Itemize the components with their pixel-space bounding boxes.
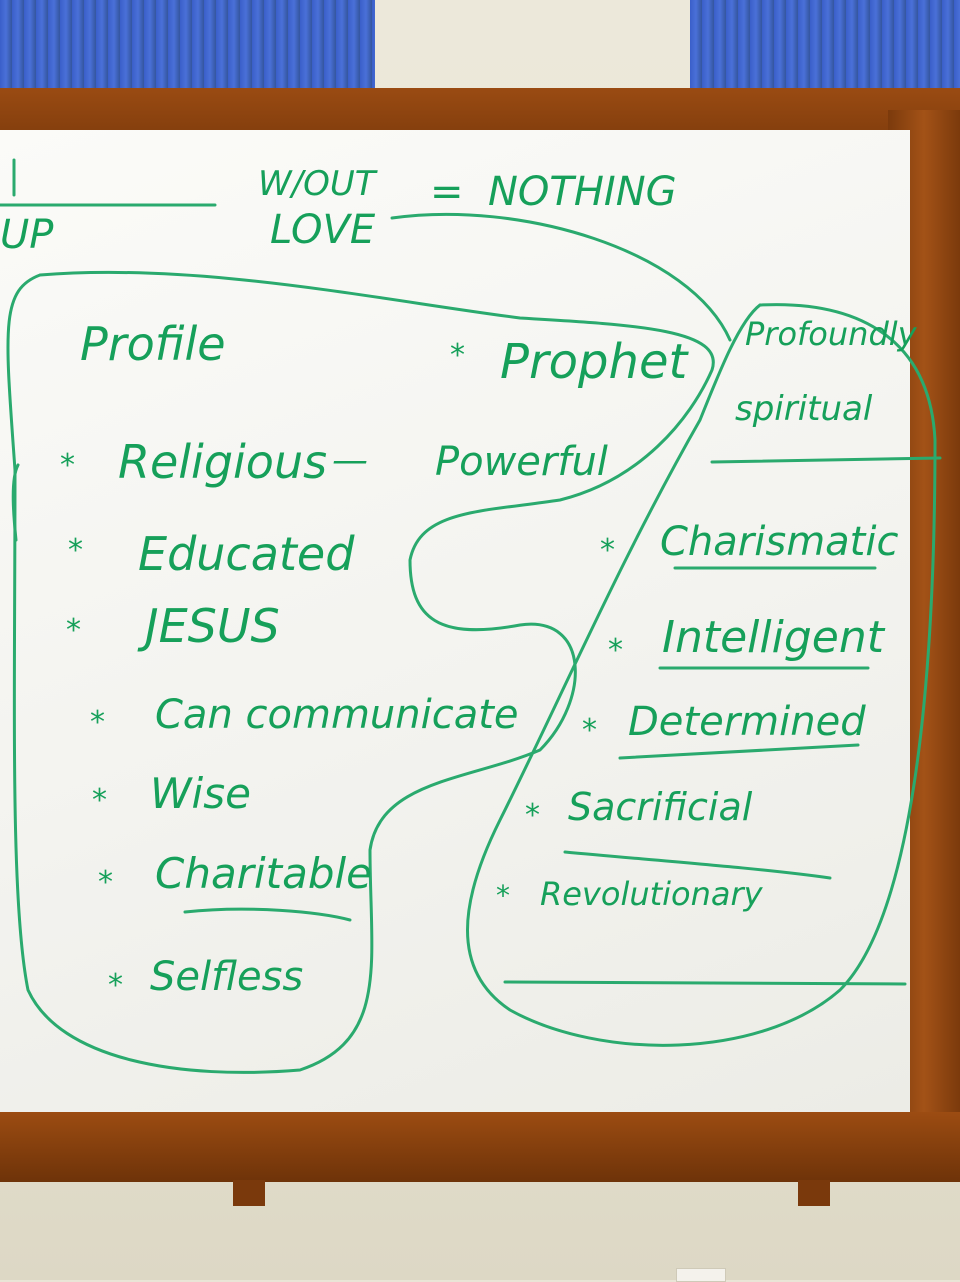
powerful-label: Powerful [435,439,608,485]
bracket-left [233,1180,265,1206]
right-item-charismatic: Charismatic [660,519,898,565]
right-loop [466,303,937,1047]
right-item-sacrificial: Sacrificial [568,785,753,829]
right-heading-line1: Profoundly [745,315,918,353]
right-bullet-5: * [496,879,510,912]
header-equals: = [430,169,464,215]
fragment-up: UP [0,212,54,258]
left-bullet-5: * [92,783,107,818]
love-connector [390,212,732,342]
right-item-revolutionary: Revolutionary [540,875,764,913]
right-heading-line2: spiritual [735,389,873,429]
left-bullet-3: * [66,613,81,648]
left-bullet-6: * [98,865,113,900]
left-item-jesus: JESUS [137,599,280,653]
left-bracket-mark [11,463,20,542]
underline-sacrificial [563,850,832,880]
right-bullet-4: * [525,798,540,833]
frame-bottom [0,1112,960,1182]
left-heading: Profile [80,317,226,371]
left-item-wise: Wise [150,769,251,818]
left-item-educated: Educated [138,527,355,581]
left-item-communicate: Can communicate [155,692,519,738]
underline-determined [618,743,860,760]
header-love: LOVE [270,207,376,253]
left-bullet-1: * [60,448,75,483]
prophet-label: Prophet [500,334,689,390]
left-item-religious: Religious [118,435,327,489]
right-bullet-2: * [608,633,623,668]
whiteboard-surface [0,130,910,1120]
left-bullet-2: * [68,533,83,568]
left-loop [6,270,715,1074]
right-bullet-1: * [600,533,615,568]
left-bullet-7: * [108,968,123,1003]
header-nothing: NOTHING [488,169,677,215]
prophet-bullet: * [450,338,465,373]
dash-connector: — [332,440,368,481]
bracket-right [798,1180,830,1206]
underline-revolutionary [503,980,907,986]
left-item-charitable: Charitable [155,849,372,898]
header-without: W/OUT [258,164,378,204]
left-bullet-4: * [90,705,105,740]
underline-spiritual [710,456,942,464]
left-item-selfless: Selfless [150,954,303,1000]
right-bullet-3: * [582,713,597,748]
right-item-intelligent: Intelligent [662,612,886,663]
underline-charitable [183,907,352,922]
right-item-determined: Determined [628,699,866,745]
